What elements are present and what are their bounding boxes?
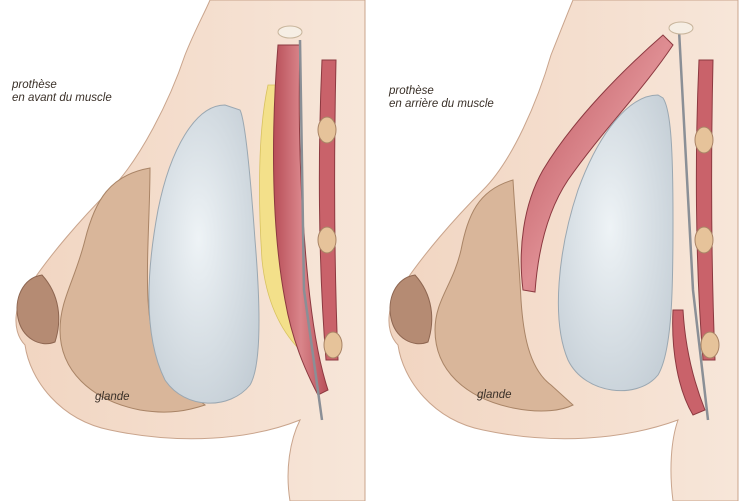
rib: [318, 117, 336, 143]
clavicle: [278, 26, 302, 38]
caption-line1: prothèse: [389, 85, 494, 98]
illustration-front: [0, 0, 372, 501]
rib: [701, 332, 719, 358]
rib: [318, 227, 336, 253]
illustration-behind: [373, 0, 745, 501]
rib: [324, 332, 342, 358]
rib: [695, 227, 713, 253]
caption-line2: en avant du muscle: [12, 92, 112, 105]
caption-line2: en arrière du muscle: [389, 98, 494, 111]
panel-prosthesis-front-of-muscle: prothèse en avant du muscle glande: [0, 0, 372, 501]
caption-line1: prothèse: [12, 79, 112, 92]
caption-front: prothèse en avant du muscle: [12, 79, 112, 105]
gland-label: glande: [477, 389, 512, 402]
gland-label: glande: [95, 391, 130, 404]
panel-prosthesis-behind-muscle: prothèse en arrière du muscle glande: [373, 0, 745, 501]
caption-behind: prothèse en arrière du muscle: [389, 85, 494, 111]
clavicle: [669, 22, 693, 34]
rib: [695, 127, 713, 153]
